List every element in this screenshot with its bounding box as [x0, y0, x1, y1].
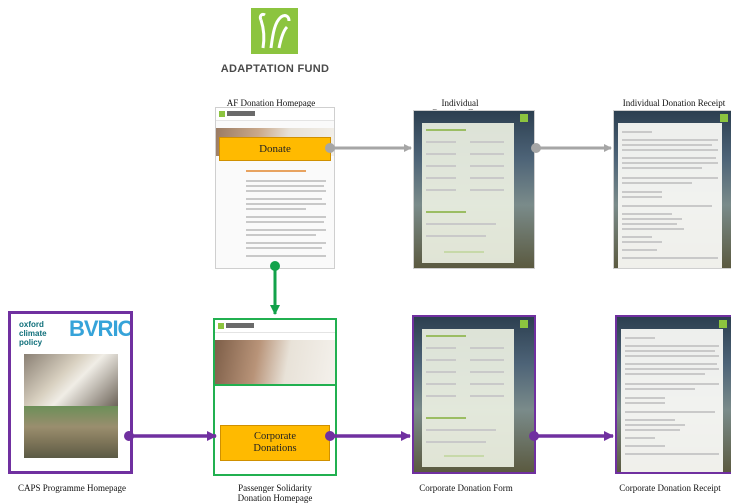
caption-af-homepage: AF Donation Homepage [226, 98, 316, 108]
bvrio-logo: BVRIO [69, 316, 133, 341]
arrow-individual-form-to-receipt [531, 143, 612, 153]
arrow-caps-to-passenger-homepage [124, 431, 217, 441]
form-card [422, 329, 514, 467]
mini-logo-icon [720, 114, 728, 122]
passenger-airplane-photo [24, 354, 118, 406]
adaptation-fund-logo-text: ADAPTATION FUND [220, 63, 330, 75]
site-header [215, 320, 335, 333]
hero-image [215, 340, 335, 384]
mini-logo-icon [218, 323, 224, 329]
individual-donation-receipt-thumbnail[interactable] [613, 110, 731, 269]
corporate-donations-button[interactable]: Corporate Donations [220, 425, 330, 461]
mini-logo-icon [520, 320, 528, 328]
caption-individual-receipt: Individual Donation Receipt [622, 98, 726, 108]
adaptation-fund-logo: ADAPTATION FUND [200, 8, 350, 82]
form-card [422, 123, 514, 263]
individual-donation-form-thumbnail[interactable] [413, 110, 535, 269]
mini-logo-icon [219, 111, 225, 117]
af-donation-homepage-thumbnail[interactable] [215, 107, 335, 269]
donate-button[interactable]: Donate [219, 137, 331, 161]
caption-passenger-homepage: Passenger Solidarity Donation Homepage [237, 483, 313, 503]
corporate-donations-label: Corporate Donations [253, 431, 297, 454]
flood-photo [24, 406, 118, 458]
mini-logo-icon [520, 114, 528, 122]
site-header [216, 108, 334, 121]
mini-logo-icon [719, 320, 727, 328]
corporate-donation-form-thumbnail[interactable] [412, 315, 536, 474]
arrow-corporate-button-to-form [325, 431, 411, 441]
caps-programme-homepage-thumbnail[interactable]: oxford climate policy BVRIO [8, 311, 133, 474]
receipt-card [618, 123, 722, 268]
caption-corporate-form: Corporate Donation Form [419, 483, 513, 493]
arrow-donate-to-individual-form [325, 143, 412, 153]
adaptation-fund-emblem-icon [251, 8, 298, 54]
arrow-corporate-form-to-receipt [529, 431, 614, 441]
receipt-card [621, 329, 723, 472]
oxford-climate-policy-logo: oxford climate policy [19, 320, 47, 347]
caption-corporate-receipt: Corporate Donation Receipt [619, 483, 721, 493]
green-section-divider [215, 384, 335, 386]
caption-caps-homepage: CAPS Programme Homepage [18, 483, 126, 493]
corporate-donation-receipt-thumbnail[interactable] [615, 315, 731, 474]
